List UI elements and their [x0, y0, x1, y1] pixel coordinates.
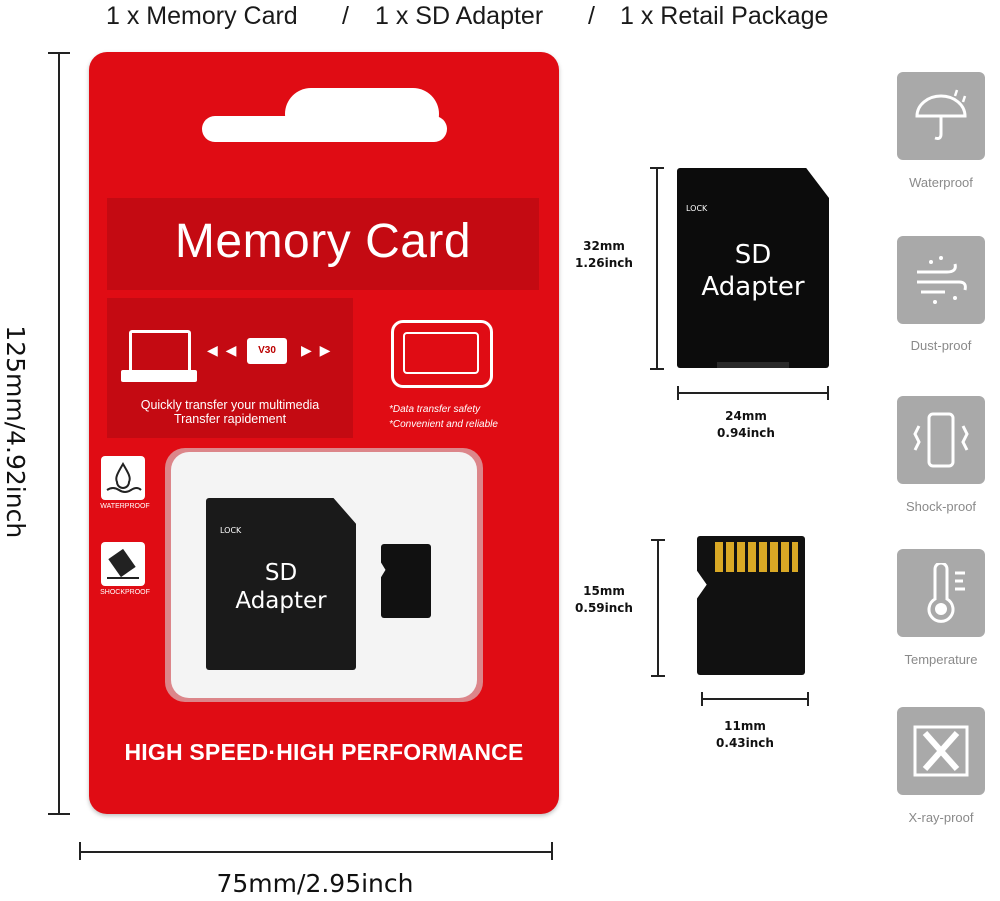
micro-width-mm: 11mm: [724, 719, 766, 733]
device-frame-icon: [391, 320, 493, 388]
contents-header: 1 x Memory Card / 1 x SD Adapter / 1 x R…: [0, 0, 1000, 34]
phone-shake-icon: [897, 396, 985, 484]
feature-label-xray-proof: X-ray-proof: [908, 810, 974, 825]
adapter-slot: [717, 362, 789, 368]
shockproof-badge-label: SHOCKPROOF: [100, 589, 150, 596]
header-item-sd-adapter: 1 x SD Adapter: [375, 2, 544, 30]
packaged-adapter-title-2: Adapter: [235, 588, 327, 614]
micro-width-line: [701, 698, 808, 700]
adapter-width-line: [677, 392, 828, 394]
dimension-tick: [827, 386, 829, 400]
dimension-tick: [650, 368, 664, 370]
dimension-tick: [551, 842, 553, 860]
micro-height-mm: 15mm: [583, 584, 625, 598]
micro-sd-card: [697, 536, 805, 675]
header-separator: /: [342, 2, 349, 30]
adapter-title-line1: SD: [734, 240, 772, 270]
gold-contact: [726, 542, 734, 572]
arrow-right-icon: ▶ ▶: [301, 342, 333, 358]
package-width-line: [79, 851, 552, 853]
transfer-caption-fr: Transfer rapidement: [173, 412, 287, 426]
gold-contact: [715, 542, 723, 572]
package-width-label: 75mm/2.95inch: [216, 869, 414, 898]
gold-contact: [792, 542, 798, 572]
safety-note: *Data transfer safety: [389, 404, 481, 415]
arrow-left-icon: ◀ ◀: [207, 342, 239, 358]
gold-contact: [781, 542, 789, 572]
waterproof-badge-label: WATERPROOF: [100, 503, 150, 510]
dimension-tick: [807, 692, 809, 706]
adapter-width-in: 0.94inch: [717, 426, 775, 440]
reliable-note: *Convenient and reliable: [389, 419, 498, 430]
adapter-height-line: [656, 167, 658, 369]
dimension-tick: [651, 675, 665, 677]
gold-contact: [737, 542, 745, 572]
lock-label: LOCK: [686, 204, 708, 213]
gold-contact: [770, 542, 778, 572]
transfer-panel: [107, 298, 353, 438]
laptop-base-icon: [121, 370, 197, 382]
packaged-lock-label: LOCK: [220, 526, 242, 535]
packaged-micro-sd: [381, 544, 431, 618]
dust-icon: [897, 236, 985, 324]
feature-label-waterproof: Waterproof: [909, 175, 973, 190]
adapter-height-mm: 32mm: [583, 239, 625, 253]
device-frame-inner: [403, 332, 479, 374]
title-band: Memory Card: [107, 198, 539, 290]
feature-label-temperature: Temperature: [904, 652, 978, 667]
package-height-line: [58, 52, 60, 814]
package-slogan: HIGH SPEED·HIGH PERFORMANCE: [124, 739, 524, 765]
umbrella-icon: [897, 72, 985, 160]
feature-label-shock-proof: Shock-proof: [905, 499, 977, 514]
retail-package: Memory Card ◀ ◀ V30 ▶ ▶ Quickly transfer…: [89, 52, 559, 814]
thermometer-icon: [897, 549, 985, 637]
header-item-retail-package: 1 x Retail Package: [620, 2, 829, 30]
xray-icon: [897, 707, 985, 795]
adapter-title-line2: Adapter: [701, 272, 805, 302]
shockproof-badge-icon: [101, 542, 145, 586]
micro-width-in: 0.43inch: [716, 736, 774, 750]
dimension-tick: [48, 813, 70, 815]
package-height-label: 125mm/4.92inch: [0, 325, 30, 539]
micro-height-in: 0.59inch: [575, 601, 633, 615]
adapter-height-in: 1.26inch: [575, 256, 633, 270]
header-separator: /: [588, 2, 595, 30]
micro-height-line: [657, 539, 659, 676]
packaged-sd-adapter: LOCK SD Adapter: [206, 498, 356, 670]
waterproof-badge-icon: [101, 456, 145, 500]
laptop-icon: [129, 330, 191, 374]
mini-card-icon: V30: [247, 338, 287, 364]
gold-contact: [759, 542, 767, 572]
feature-label-dust-proof: Dust-proof: [910, 338, 972, 353]
adapter-width-mm: 24mm: [725, 409, 767, 423]
header-item-memory-card: 1 x Memory Card: [106, 2, 298, 30]
transfer-caption: Quickly transfer your multimedia: [140, 398, 320, 412]
hanger-hole: [285, 88, 439, 140]
packaged-adapter-title-1: SD: [264, 560, 298, 586]
gold-contact: [748, 542, 756, 572]
package-title: Memory Card: [174, 215, 472, 268]
sd-adapter-card: LOCK SD Adapter: [677, 168, 829, 368]
